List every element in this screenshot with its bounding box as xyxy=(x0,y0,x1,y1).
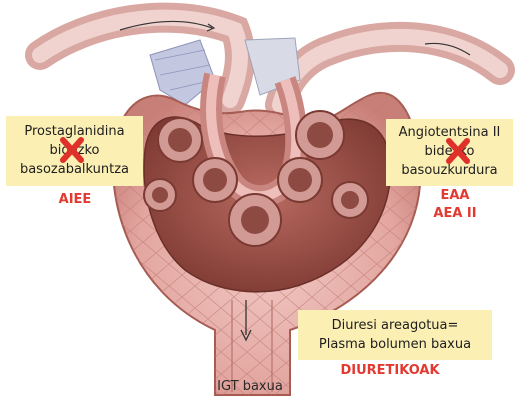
ace-inhibitor-label: EAA xyxy=(425,188,485,203)
arb-label: AEA II xyxy=(425,206,485,221)
note-line: Diuresi areagotua= xyxy=(298,316,492,335)
red-x-cross-icon xyxy=(59,136,85,164)
red-x-cross-icon xyxy=(445,137,471,165)
diuretics-label: DIURETIKOAK xyxy=(330,363,450,378)
gfr-low-label: IGT baxua xyxy=(205,379,295,394)
diuresis-note: Diuresi areagotua= Plasma bolumen baxua xyxy=(298,310,492,360)
note-line: Plasma bolumen baxua xyxy=(298,335,492,354)
nsaid-drug-label: AIEE xyxy=(40,192,110,207)
